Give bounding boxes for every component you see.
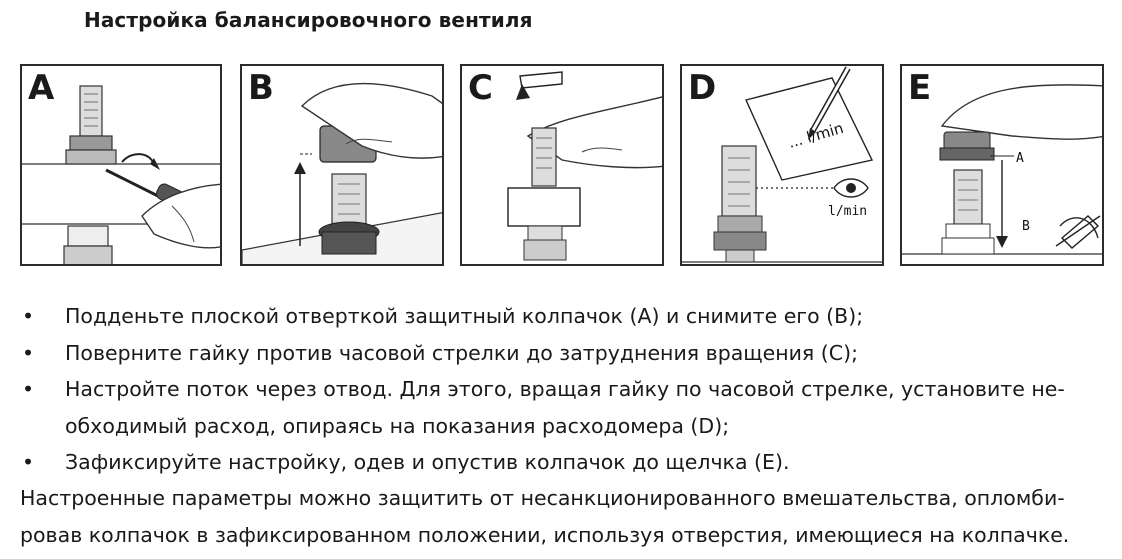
panel-b: B	[240, 64, 444, 266]
panel-b-illustration	[242, 82, 442, 264]
step-text: Зафиксируйте настройку, одев и опустив к…	[65, 450, 790, 474]
final-paragraph: Настроенные параметры можно защитить от …	[20, 480, 1115, 554]
panel-a: A	[20, 64, 222, 266]
panel-c-illustration	[507, 71, 662, 261]
panel-e-label-b: B	[1022, 219, 1030, 234]
panel-c: C	[460, 64, 664, 266]
bullet: •	[22, 340, 35, 365]
final-text-line: ровав колпачок в зафиксированном положен…	[20, 523, 1070, 547]
panel-e: A B E	[900, 64, 1104, 266]
panel-d-illustration: ... l/min l/min	[682, 66, 882, 263]
panel-e-label-a: A	[1016, 151, 1024, 166]
panel-b-letter: B	[248, 66, 274, 110]
step-text: Настройте поток через отвод. Для этого, …	[65, 377, 1065, 401]
steps-list: • Подденьте плоской отверткой защитный ко…	[0, 298, 1122, 481]
step-item: • Настройте поток через отвод. Для этого,…	[0, 371, 1122, 408]
panel-e-illustration: A B	[902, 84, 1102, 255]
panel-a-letter: A	[28, 66, 55, 110]
panel-c-letter: C	[468, 66, 493, 110]
step-item: • Поверните гайку против часовой стрелки …	[0, 335, 1122, 372]
final-text-line: Настроенные параметры можно защитить от …	[20, 486, 1065, 510]
bullet: •	[22, 304, 35, 328]
step-item-continuation: обходимый расход, опираясь на показания …	[0, 408, 1122, 445]
step-item: • Подденьте плоской отверткой защитный ко…	[0, 298, 1122, 335]
step-item: • Зафиксируйте настройку, одев и опустив …	[0, 444, 1122, 481]
panel-d-readout-text: l/min	[828, 204, 867, 219]
step-text: обходимый расход, опираясь на показания …	[65, 413, 730, 438]
panel-d: ... l/min l/min D	[680, 64, 884, 266]
step-text: Подденьте плоской отверткой защитный кол…	[65, 304, 864, 328]
bullet: •	[22, 450, 35, 474]
panel-d-letter: D	[688, 66, 717, 110]
panel-e-letter: E	[908, 66, 932, 110]
step-text: Поверните гайку против часовой стрелки д…	[65, 340, 858, 365]
page-title: Настройка балансировочного вентиля	[84, 8, 533, 32]
bullet: •	[22, 377, 35, 401]
panel-a-illustration	[22, 85, 220, 264]
